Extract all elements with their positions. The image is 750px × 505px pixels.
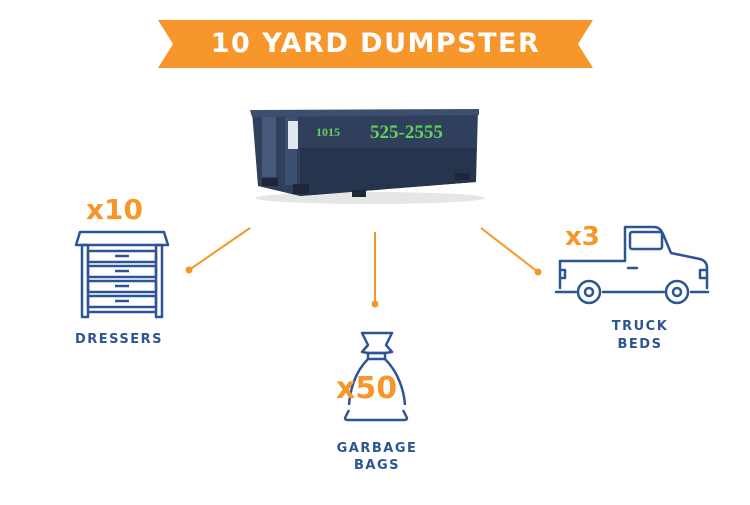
- connector-dot: [185, 266, 193, 274]
- dressers-label: DRESSERS: [74, 332, 164, 347]
- dresser-icon: [74, 230, 170, 319]
- title: 10 YARD DUMPSTER: [210, 28, 541, 59]
- dumpster-phone: 525-2555: [370, 122, 443, 143]
- garbage-bags-label-line2: BAGS: [353, 458, 400, 473]
- connector-dot: [534, 268, 542, 276]
- dressers-count: x10: [86, 193, 144, 226]
- truck-beds-label-line2: BEDS: [617, 337, 663, 352]
- connector-dot: [371, 300, 379, 308]
- truck-beds-count: x3: [565, 222, 600, 252]
- truck-beds-label-line1: TRUCK: [611, 319, 669, 334]
- garbage-bags-label-line1: GARBAGE: [336, 441, 418, 456]
- connector-truck: [480, 227, 539, 273]
- pickup-truck-icon: [554, 225, 710, 305]
- garbage-bags-count: x50: [336, 371, 398, 406]
- garbage-bag-icon: [343, 331, 409, 422]
- connector-dressers: [188, 227, 251, 271]
- title-banner: [158, 20, 593, 68]
- dumpster-image: 1015 525-2555: [250, 109, 485, 204]
- dumpster-number: 1015: [316, 125, 340, 139]
